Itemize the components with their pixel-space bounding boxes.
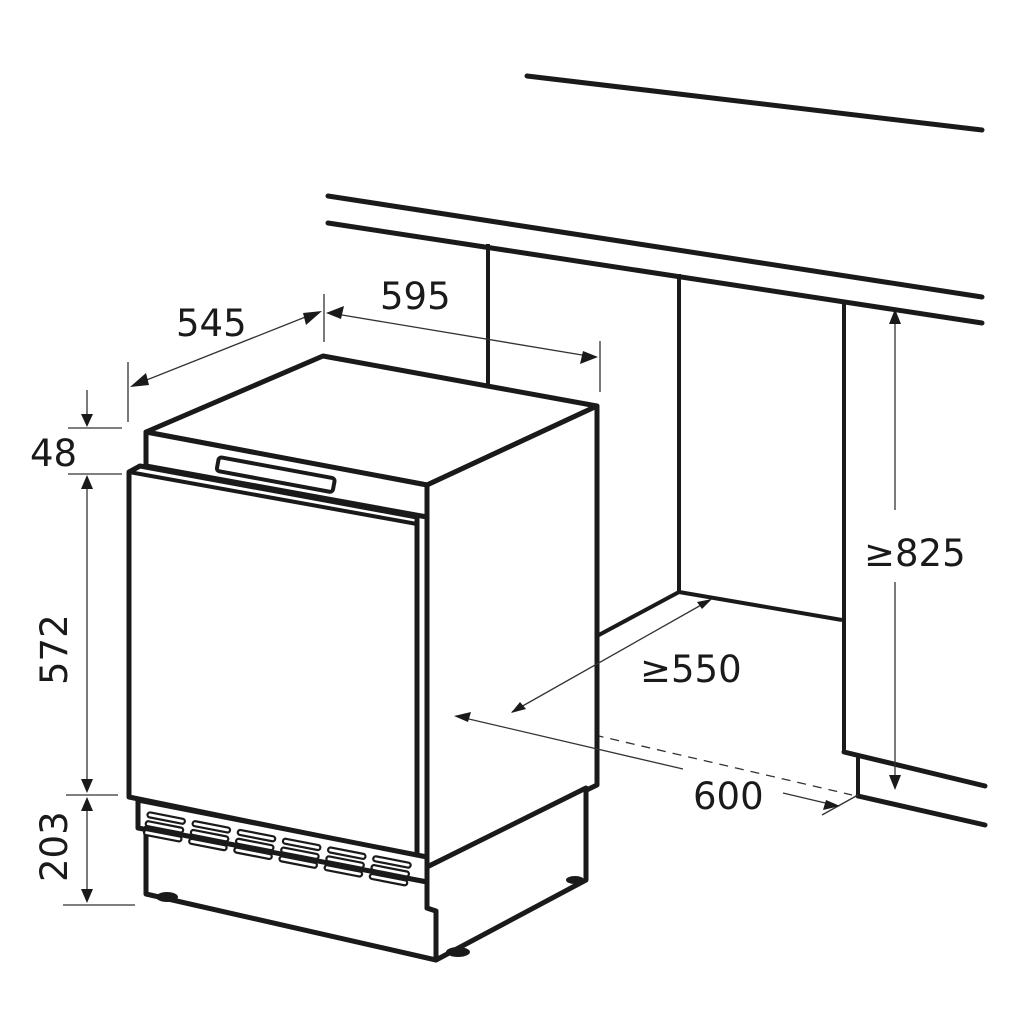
dimension-niche-height: ≥825 [864,309,966,790]
niche-depth-label: ≥550 [640,648,742,691]
width-label: 595 [380,275,451,318]
niche-width-label: 600 [693,775,764,818]
niche-walls [486,244,988,828]
dimension-width: 595 [326,275,601,392]
door-height-label: 572 [33,614,76,685]
top-height-label: 48 [30,432,77,475]
dimension-niche-depth: ≥550 [511,599,742,713]
dimension-door-height: 572 [33,475,118,796]
appliance [126,353,600,963]
niche-height-label: ≥825 [864,532,966,575]
countertop [325,73,985,326]
dimension-depth: 545 [127,294,325,422]
dimension-niche-width: 600 [454,712,859,818]
dimension-top-height: 48 [30,390,122,475]
dimension-plinth-height: 203 [33,797,135,906]
ventilation-grille [142,811,412,887]
plinth-height-label: 203 [33,811,76,882]
depth-label: 545 [176,302,247,345]
